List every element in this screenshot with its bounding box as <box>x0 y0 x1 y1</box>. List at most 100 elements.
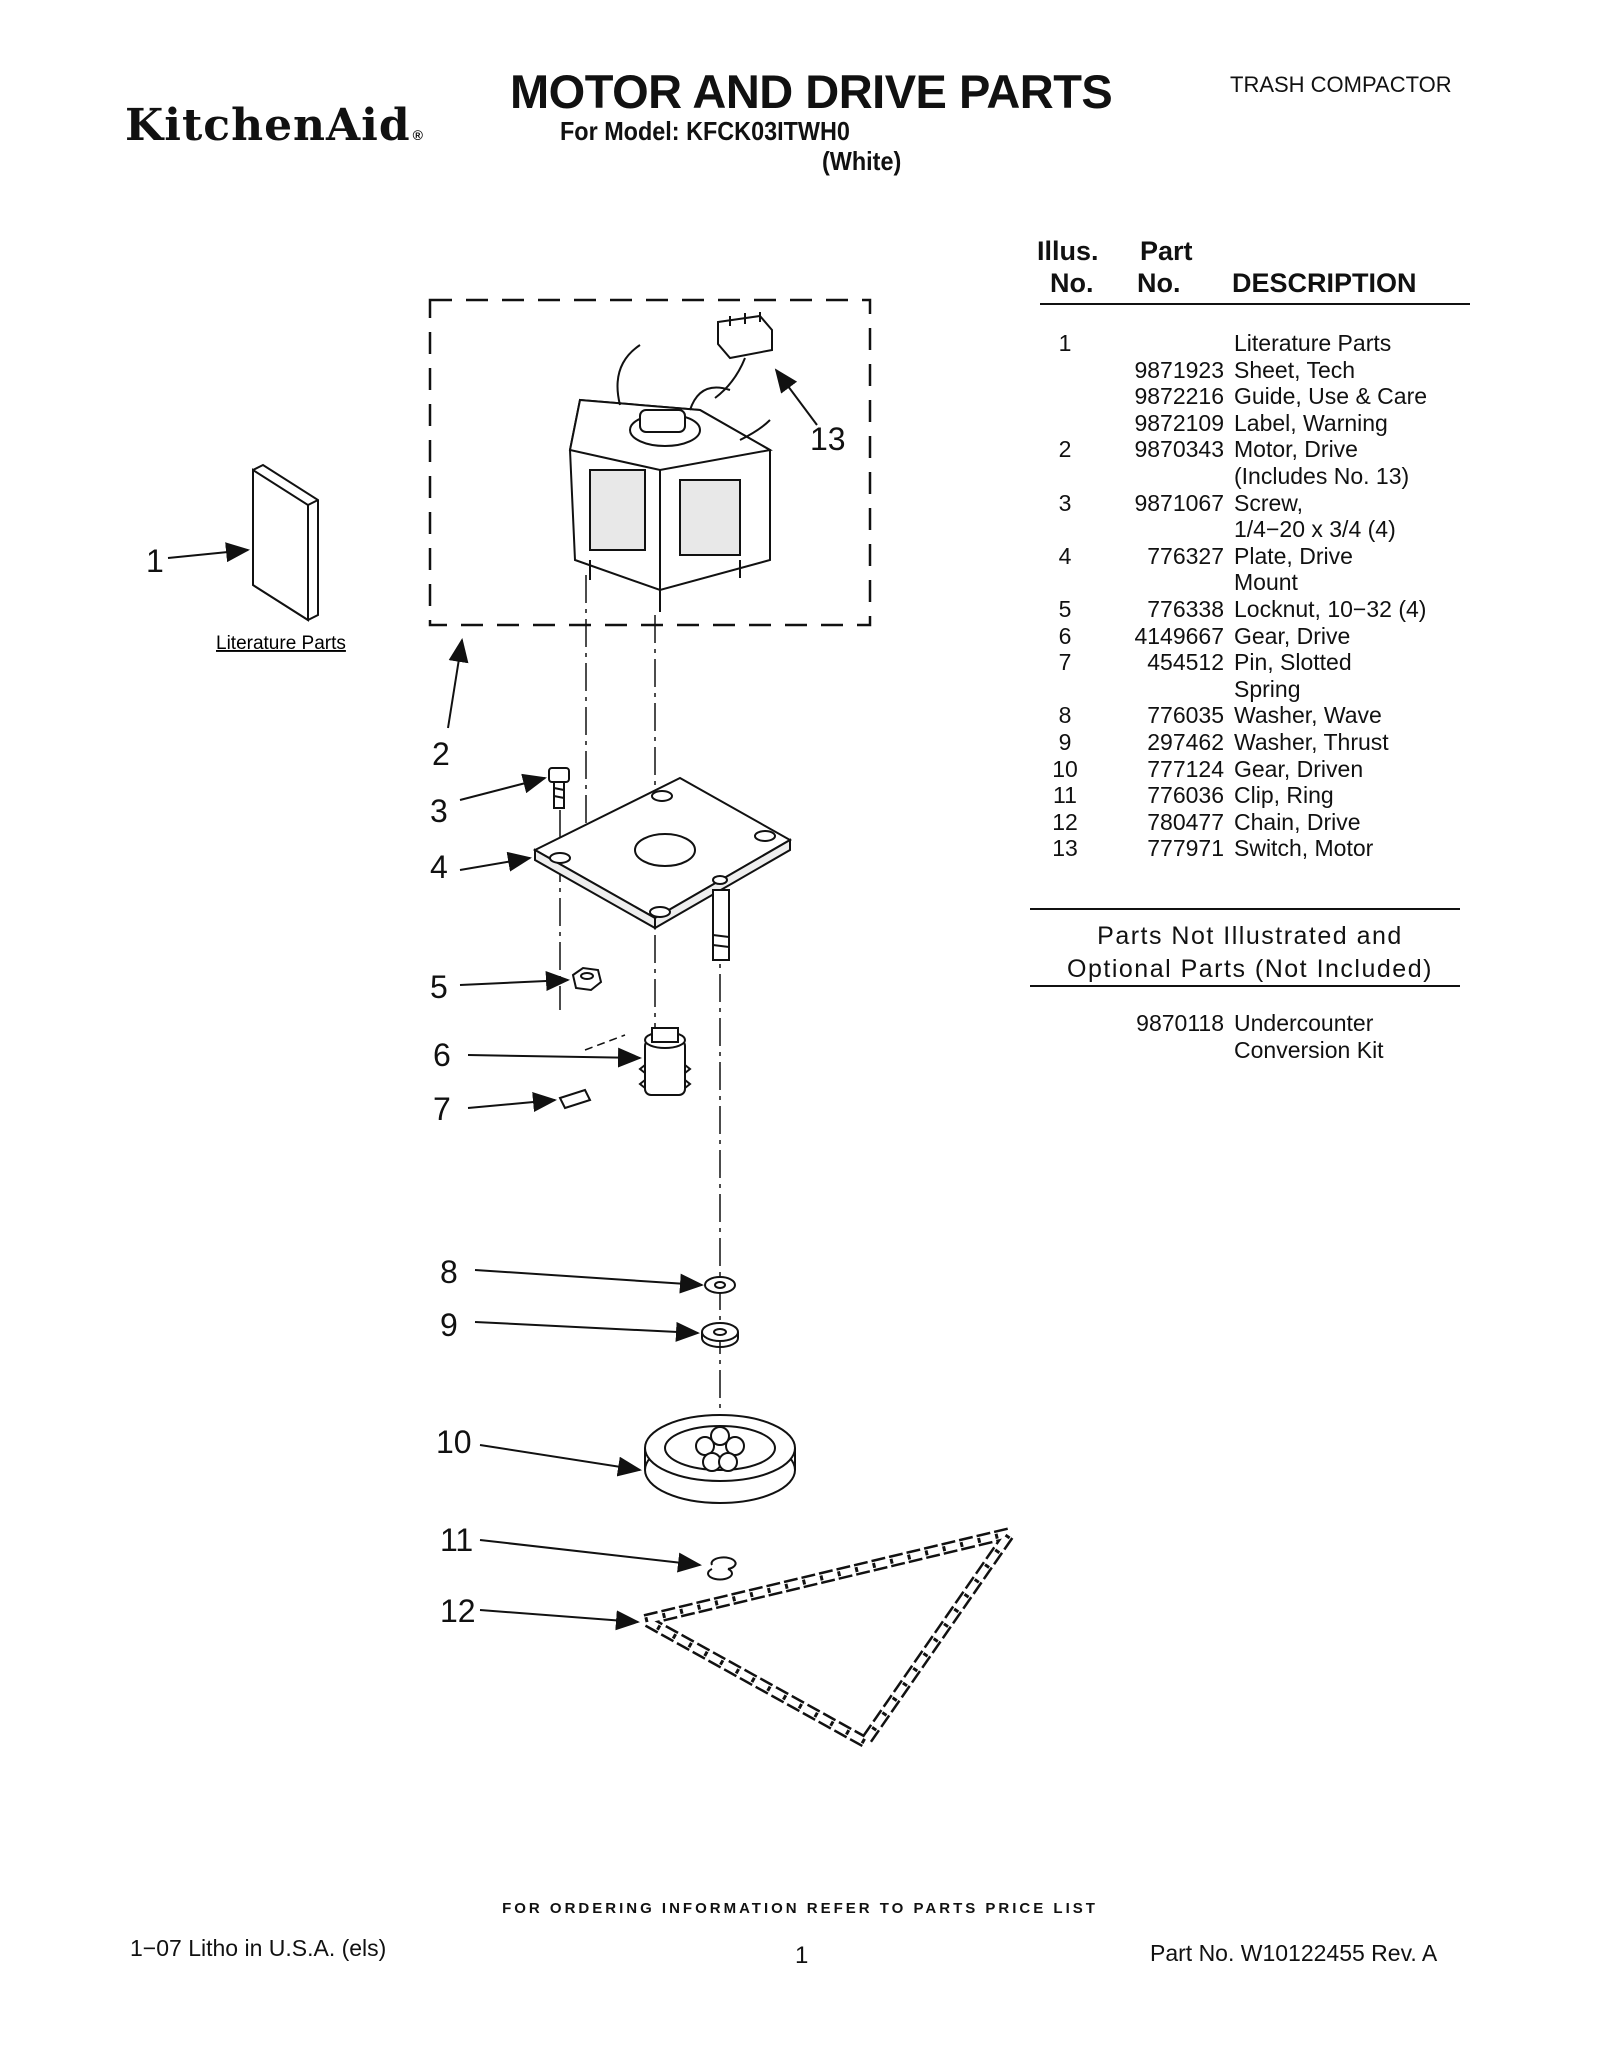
part-no: 776327 <box>1147 542 1224 569</box>
page-title: MOTOR AND DRIVE PARTS <box>510 65 1113 118</box>
driven-gear <box>644 1414 796 1504</box>
parts-list: 1 Literature Parts 9871923 Sheet, Tech 987… <box>1040 330 1480 862</box>
part-description: Switch, Motor <box>1234 835 1374 862</box>
part-description: Label, Warning <box>1234 409 1388 436</box>
not-illustrated-line2: Optional Parts (Not Included) <box>1067 955 1433 983</box>
not-illustrated-bottom-rule <box>1030 985 1460 987</box>
illus-no: 2 <box>1058 436 1072 463</box>
part-description: Conversion Kit <box>1234 1036 1384 1063</box>
illus-no <box>1040 463 1090 490</box>
drive-gear <box>638 1027 692 1096</box>
part-no: 777971 <box>1147 835 1224 862</box>
part-description: Gear, Driven <box>1234 755 1364 782</box>
part-description: Plate, Drive <box>1234 542 1353 569</box>
part-no: 9871067 <box>1134 489 1224 516</box>
illus-no: 11 <box>1053 782 1077 809</box>
illus-no <box>1040 569 1090 596</box>
part-no: 9872109 <box>1134 409 1224 436</box>
part-description: Literature Parts <box>1234 330 1392 356</box>
part-no: 9871923 <box>1134 356 1224 383</box>
registered-mark: ® <box>412 127 424 143</box>
page-number: 1 <box>795 1942 809 1969</box>
illus-no: 1 <box>1058 330 1072 356</box>
drive-chain <box>625 1521 1027 1752</box>
part-description: Screw, <box>1234 489 1304 516</box>
screw <box>548 767 570 809</box>
illus-no: 7 <box>1058 649 1072 676</box>
header-part-line1: Part <box>1140 236 1193 266</box>
callout-8: 8 <box>440 1254 458 1290</box>
callout-9: 9 <box>440 1307 458 1343</box>
illus-no <box>1040 516 1090 543</box>
part-no: 776338 <box>1147 595 1224 622</box>
part-no: 297462 <box>1147 728 1224 755</box>
part-description: Spring <box>1234 675 1301 702</box>
part-no: 9870118 <box>1136 1010 1224 1036</box>
callout-4: 4 <box>430 849 448 885</box>
part-no <box>1090 516 1234 543</box>
table-row: 9871923 Sheet, Tech <box>1040 357 1480 384</box>
callout-7: 7 <box>433 1091 451 1127</box>
table-row: 1/4−20 x 3/4 (4) <box>1040 516 1480 543</box>
part-no <box>1090 330 1234 357</box>
product-category: TRASH COMPACTOR <box>1230 72 1452 97</box>
illus-no <box>1040 410 1090 437</box>
table-row: (Includes No. 13) <box>1040 463 1480 490</box>
part-description: 1/4−20 x 3/4 (4) <box>1234 516 1396 543</box>
litho-info: 1−07 Litho in U.S.A. (els) <box>130 1935 387 1961</box>
table-header-rule <box>1040 303 1470 305</box>
drive-mount-plate <box>532 776 793 930</box>
part-description: Chain, Drive <box>1234 808 1361 835</box>
part-no: 777124 <box>1147 755 1224 782</box>
part-description: Undercounter <box>1234 1010 1374 1036</box>
callout-10: 10 <box>436 1424 472 1460</box>
illus-no: 6 <box>1058 622 1072 649</box>
table-row: Mount <box>1040 569 1480 596</box>
illus-no: 4 <box>1058 542 1072 569</box>
wave-washer <box>704 1276 736 1294</box>
locknut <box>571 966 603 992</box>
motor-switch <box>714 312 773 399</box>
illus-no: 5 <box>1058 595 1072 622</box>
model-line: For Model: KFCK03ITWH0 <box>560 116 850 146</box>
callout-5: 5 <box>430 969 448 1005</box>
table-row: 9870118 Undercounter <box>1040 1010 1480 1037</box>
header-illus-line2: No. <box>1050 268 1094 298</box>
illus-no <box>1040 1010 1090 1037</box>
part-no <box>1090 676 1234 703</box>
part-description: Guide, Use & Care <box>1234 383 1428 410</box>
table-row: Conversion Kit <box>1040 1037 1480 1064</box>
part-description: Sheet, Tech <box>1234 356 1356 383</box>
callout-2: 2 <box>432 736 450 772</box>
illus-no: 12 <box>1052 808 1078 835</box>
illus-no <box>1040 357 1090 384</box>
brand-logo: KitchenAid® <box>125 100 424 151</box>
illus-no <box>1040 676 1090 703</box>
not-illustrated-top-rule <box>1030 908 1460 910</box>
header-description: DESCRIPTION <box>1232 268 1417 298</box>
not-illustrated-list: 9870118 Undercounter Conversion Kit <box>1040 1010 1480 1063</box>
callout-3: 3 <box>430 793 448 829</box>
ring-clip <box>707 1556 737 1581</box>
illus-no <box>1040 1037 1090 1064</box>
part-no: 776035 <box>1147 702 1224 729</box>
part-description: Mount <box>1234 569 1298 596</box>
exploded-parts-diagram: Literature Parts <box>146 298 1027 1752</box>
part-no <box>1090 569 1234 596</box>
document-part-number: Part No. W10122455 Rev. A <box>1150 1940 1438 1966</box>
illus-no: 8 <box>1058 702 1072 729</box>
not-illustrated-line1: Parts Not Illustrated and <box>1097 922 1403 950</box>
not-illustrated-heading: Parts Not Illustrated and Optional Parts… <box>1030 920 1470 986</box>
table-row: Spring <box>1040 676 1480 703</box>
